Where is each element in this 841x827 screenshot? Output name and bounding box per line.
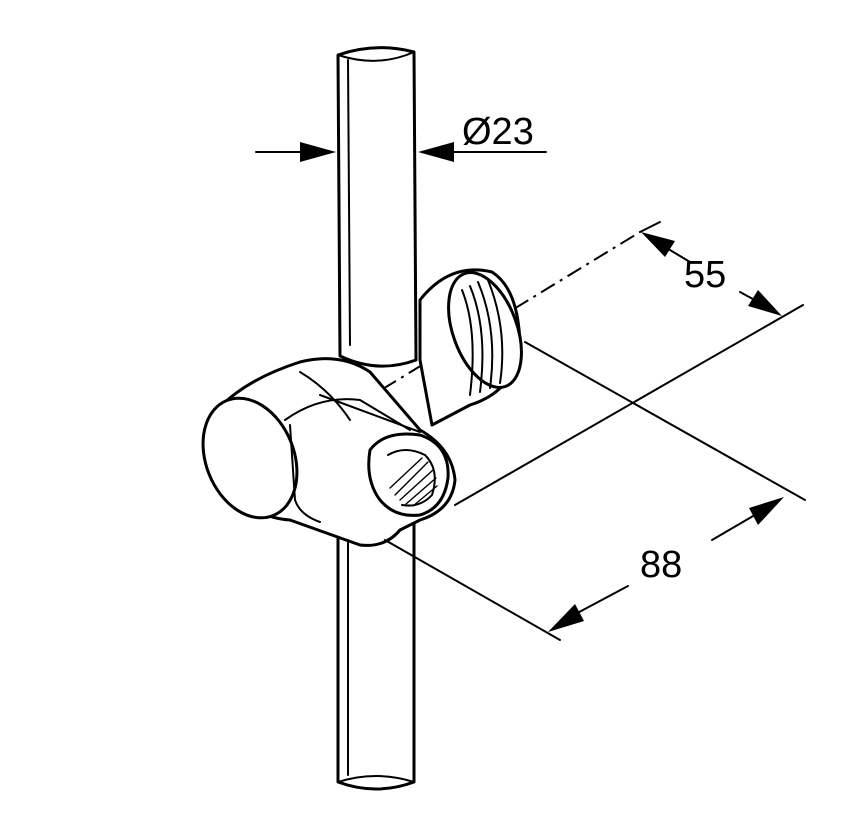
arrow-down-right-icon (748, 290, 782, 316)
arrow-right-icon (300, 142, 336, 162)
rear-collar (418, 268, 523, 427)
rail-bar (336, 46, 418, 791)
depth-label: 55 (684, 254, 726, 296)
depth-dimension: 55 (454, 221, 804, 506)
rail-diameter-label: Ø23 (462, 111, 534, 153)
slider-holder (201, 357, 457, 547)
length-label: 88 (640, 544, 682, 586)
length-dimension: 88 (384, 341, 806, 641)
arrow-up-left-icon (641, 232, 675, 257)
arrow-down-left-icon (548, 604, 584, 632)
arrow-up-right-icon (749, 497, 784, 525)
rail-diameter-dimension: Ø23 (255, 111, 547, 162)
